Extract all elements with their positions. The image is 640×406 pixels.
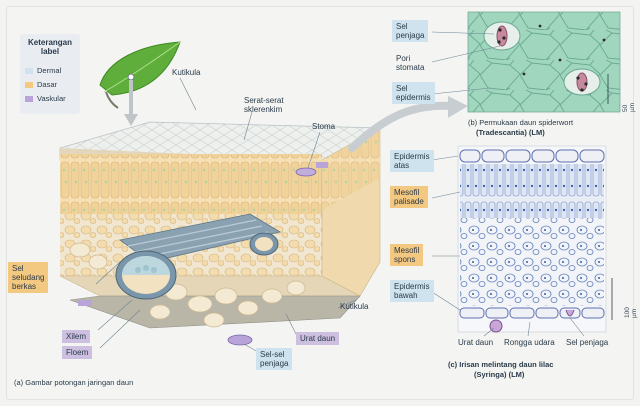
legend: Keterangan label Dermal Dasar Vaskular	[20, 34, 80, 114]
label-kutikula-bottom: Kutikula	[340, 302, 369, 311]
leader-lines-b	[431, 31, 501, 95]
label-kutikula-top: Kutikula	[172, 68, 201, 77]
vaskular-swatch	[25, 96, 33, 103]
legend-title: Keterangan label	[27, 38, 72, 56]
legend-label-dermal: Dermal	[37, 66, 62, 75]
surface-micrograph	[467, 11, 621, 113]
caption-b-line2: (Tradescantia) (LM)	[476, 128, 545, 137]
leader-lines-a	[95, 77, 357, 353]
label-rongga-udara: Rongga udara	[504, 338, 555, 347]
vascular-bundle	[115, 213, 282, 300]
legend-item-dermal: Dermal	[25, 66, 61, 75]
legend-item-vaskular: Vaskular	[25, 94, 66, 103]
cross-section-micrograph	[457, 145, 607, 333]
leader-lines-c	[431, 155, 585, 337]
leaf-zoom-arrowhead	[124, 114, 138, 126]
scale-label-c: 100 µm	[624, 307, 638, 318]
label-sel-penjaga-c: Sel penjaga	[566, 338, 609, 347]
dasar-swatch	[25, 82, 33, 89]
leaf-icon	[99, 41, 181, 109]
label-epidermis-bawah: Epidermis bawah	[390, 280, 434, 302]
arrow-to-surface-head	[448, 96, 468, 118]
label-urat-daun-a: Urat daun	[296, 332, 340, 345]
dermal-swatch	[25, 68, 33, 75]
label-sel-sel-penjaga: Sel-sel penjaga	[256, 348, 293, 370]
label-stoma: Stoma	[312, 122, 336, 131]
legend-item-dasar: Dasar	[25, 80, 57, 89]
label-sel-seludang-berkas: Sel seludang berkas	[8, 262, 49, 293]
caption-c-line2: (Syringa) (LM)	[474, 370, 525, 379]
label-floem: Floem	[62, 346, 93, 359]
scale-label-b: 50 µm	[622, 102, 636, 112]
arrow-to-surface	[348, 101, 458, 152]
caption-b-line1: (b) Permukaan daun spiderwort	[468, 118, 574, 127]
label-urat-daun-c: Urat daun	[458, 338, 494, 347]
legend-label-vaskular: Vaskular	[37, 94, 66, 103]
label-serat-sklerenkim: Serat-serat sklerenkim	[244, 96, 284, 114]
caption-c-line1: (c) Irisan melintang daun lilac	[448, 360, 554, 369]
caption-a: (a) Gambar potongan jaringan daun	[14, 378, 134, 387]
label-pori-stomata: Pori stomata	[396, 54, 425, 72]
label-xilem: Xilem	[62, 330, 91, 343]
tissue-block	[59, 121, 382, 346]
legend-label-dasar: Dasar	[37, 80, 58, 89]
label-mesofil-palisade: Mesofil palisade	[390, 186, 428, 208]
label-sel-penjaga-b: Sel penjaga	[392, 20, 429, 42]
label-mesofil-spons: Mesofil spons	[390, 244, 424, 266]
label-epidermis-atas: Epidermis atas	[390, 150, 434, 172]
label-sel-epidermis: Sel epidermis	[392, 82, 435, 104]
